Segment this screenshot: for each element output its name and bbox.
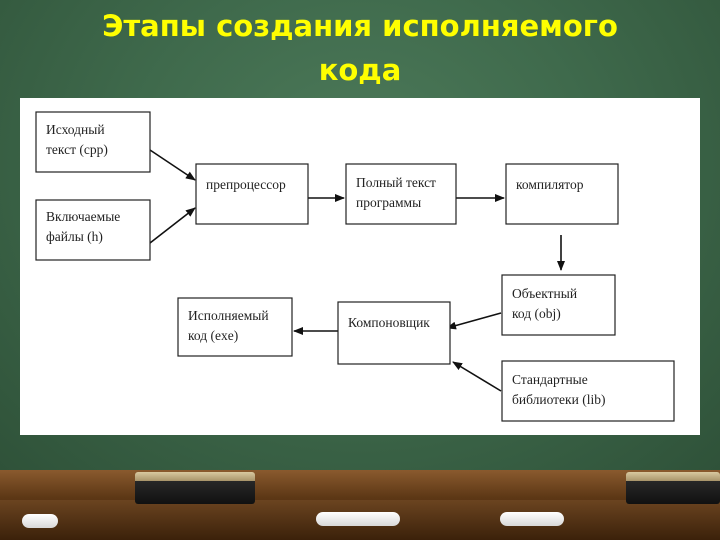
node-stdlib-line2: библиотеки (lib) [512, 392, 605, 407]
node-preprocessor-line1: препроцессор [206, 177, 286, 192]
node-fulltext-line1: Полный текст [356, 175, 436, 190]
node-object-line2: код (obj) [512, 306, 561, 321]
chalk-stick-3 [500, 512, 564, 526]
slide-title-line1: Этапы создания исполняемого [102, 9, 618, 43]
node-compiler: компилятор [505, 163, 619, 225]
arrow-object-linker [446, 312, 502, 330]
node-exe: Исполняемый код (exe) [177, 297, 293, 357]
arrow-headers-preprocessor [149, 207, 196, 244]
node-exe-line2: код (exe) [188, 328, 238, 343]
node-headers-line2: файлы (h) [46, 229, 103, 244]
node-headers-line1: Включаемые [46, 209, 120, 224]
node-linker: Компоновщик [337, 301, 451, 365]
node-preprocessor: препроцессор [195, 163, 309, 225]
node-object-line1: Объектный [512, 286, 577, 301]
node-object: Объектный код (obj) [501, 274, 616, 336]
node-stdlib-line1: Стандартные [512, 372, 588, 387]
node-source-line1: Исходный [46, 122, 105, 137]
node-fulltext: Полный текст программы [345, 163, 457, 225]
node-source-line2: текст (cpp) [46, 142, 108, 157]
node-fulltext-line2: программы [356, 195, 421, 210]
node-stdlib: Стандартные библиотеки (lib) [501, 360, 675, 422]
flow-diagram: Исходный текст (cpp) Включаемые файлы (h… [35, 111, 675, 422]
slide-title: Этапы создания исполняемого кода [0, 4, 720, 92]
eraser-left [135, 472, 255, 504]
eraser-right [626, 472, 720, 504]
node-source: Исходный текст (cpp) [35, 111, 151, 173]
diagram-arrows [149, 149, 565, 392]
node-compiler-line1: компилятор [516, 177, 584, 192]
chalk-stick-1 [22, 514, 58, 528]
node-linker-line1: Компоновщик [348, 315, 430, 330]
node-exe-line1: Исполняемый [188, 308, 269, 323]
slide-title-line2: кода [318, 53, 402, 87]
node-headers: Включаемые файлы (h) [35, 199, 151, 261]
chalk-stick-2 [316, 512, 400, 526]
diagram-panel: Исходный текст (cpp) Включаемые файлы (h… [20, 98, 700, 435]
arrow-source-preprocessor [149, 149, 196, 181]
arrow-stdlib-linker [452, 361, 502, 392]
